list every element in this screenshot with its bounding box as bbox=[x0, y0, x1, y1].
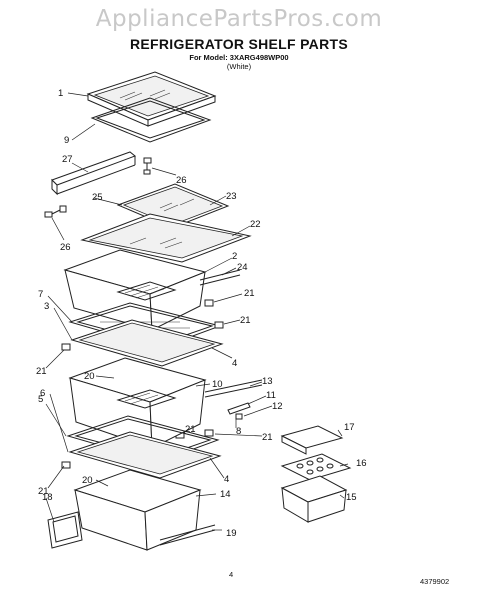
part-16-egg-tray bbox=[280, 453, 352, 481]
part-17-dairy-door bbox=[280, 425, 344, 455]
callout-24: 24 bbox=[237, 262, 248, 273]
callout-21-c: 21 bbox=[36, 366, 47, 377]
part-26-screw-lower bbox=[44, 205, 67, 218]
leader-lines bbox=[45, 92, 349, 531]
part-9-shelf-frame bbox=[90, 97, 212, 143]
callout-20-lower: 20 bbox=[82, 475, 93, 486]
part-21-clip-b bbox=[214, 321, 224, 329]
callout-21-d: 21 bbox=[185, 424, 196, 435]
callout-20-upper: 20 bbox=[84, 371, 95, 382]
part-15-dairy-bin bbox=[280, 475, 348, 523]
part-5-drawer-cover-glass bbox=[68, 431, 222, 479]
part-13-rail bbox=[204, 379, 263, 398]
callout-3: 3 bbox=[44, 301, 49, 312]
callout-26-lower: 26 bbox=[60, 242, 71, 253]
part-1-glass-shelf bbox=[86, 71, 217, 127]
callout-16: 16 bbox=[356, 458, 367, 469]
part-22-glass-shelf bbox=[80, 213, 252, 263]
callout-12: 12 bbox=[272, 401, 283, 412]
part-24-rail bbox=[199, 269, 241, 286]
part-12-slide-end bbox=[235, 413, 243, 420]
callout-18: 18 bbox=[42, 492, 53, 503]
callout-17: 17 bbox=[344, 422, 355, 433]
watermark-text: AppliancePartsPros.com bbox=[95, 6, 383, 32]
part-21-clip-c bbox=[61, 343, 71, 351]
callout-4-upper: 4 bbox=[232, 358, 237, 369]
callout-19: 19 bbox=[226, 528, 237, 539]
model-line: For Model: 3XARG498WP00 bbox=[189, 53, 289, 62]
part-26-screw-upper bbox=[143, 157, 152, 175]
callout-11: 11 bbox=[266, 390, 276, 401]
callout-10: 10 bbox=[212, 379, 223, 390]
page-title: REFRIGERATOR SHELF PARTS bbox=[130, 36, 348, 52]
callout-labels: 1 9 27 26 25 23 26 22 2 24 21 7 3 21 4 2… bbox=[36, 88, 367, 539]
part-19-rail bbox=[159, 524, 216, 546]
callout-21-f: 21 bbox=[38, 486, 49, 497]
callout-14: 14 bbox=[220, 489, 231, 500]
part-21-clip-f bbox=[61, 461, 71, 469]
callout-22: 22 bbox=[250, 219, 261, 230]
callout-6: 6 bbox=[40, 388, 45, 399]
callout-27: 27 bbox=[62, 154, 73, 165]
callout-23: 23 bbox=[226, 191, 237, 202]
callout-26-upper: 26 bbox=[176, 175, 187, 186]
part-14-meat-drawer bbox=[73, 469, 202, 551]
callout-5: 5 bbox=[38, 394, 43, 405]
callout-9: 9 bbox=[64, 135, 69, 146]
part-3-drawer-cover-glass bbox=[70, 319, 224, 367]
callout-7: 7 bbox=[38, 289, 43, 300]
part-11-slide bbox=[227, 402, 251, 415]
document-code: 4379902 bbox=[420, 577, 450, 586]
part-18-label-card bbox=[47, 511, 83, 549]
part-10-crisper-drawer bbox=[68, 357, 207, 449]
color-line: (White) bbox=[226, 62, 252, 71]
part-2-crisper-drawer bbox=[63, 249, 207, 331]
part-27-trim-strip bbox=[51, 151, 137, 196]
callout-15: 15 bbox=[346, 492, 357, 503]
page-number: 4 bbox=[229, 570, 234, 579]
part-21-clip-a bbox=[204, 299, 214, 307]
callout-4-lower: 4 bbox=[224, 474, 229, 485]
part-21-clip-d bbox=[204, 429, 214, 437]
callout-25: 25 bbox=[92, 192, 103, 203]
callout-8: 8 bbox=[236, 426, 241, 437]
callout-21-a: 21 bbox=[244, 288, 255, 299]
callout-1: 1 bbox=[58, 88, 63, 99]
callout-13: 13 bbox=[262, 376, 273, 387]
callout-21-b: 21 bbox=[240, 315, 251, 326]
callout-2: 2 bbox=[232, 251, 237, 262]
callout-21-e: 21 bbox=[262, 432, 273, 443]
